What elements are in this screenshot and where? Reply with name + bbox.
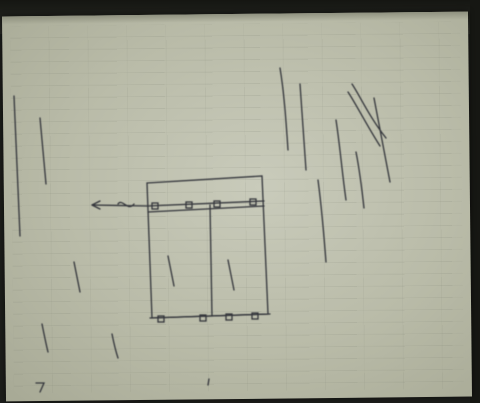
plot-divider (209, 204, 213, 317)
plot-outline (146, 175, 269, 319)
tick-box (199, 314, 207, 322)
handwriting-strokes (279, 67, 365, 263)
plot-band-line (147, 205, 265, 213)
handwriting-strokes (167, 255, 235, 291)
tick-box (157, 315, 165, 323)
tick-box (249, 198, 257, 206)
photo-shadow-right (470, 0, 480, 403)
handwriting-strokes (41, 261, 119, 359)
signature-strokes (347, 83, 391, 183)
plot-top-band-line (91, 200, 265, 207)
tick-box (213, 200, 221, 208)
scribble (207, 378, 210, 386)
left-arrow (91, 200, 101, 210)
plot-bottom-line (149, 313, 271, 319)
tick-box (151, 202, 159, 210)
handwriting-strokes (13, 95, 47, 237)
tick-box (225, 313, 233, 321)
scribble (35, 382, 46, 393)
tick-box (251, 312, 259, 320)
tick-box (185, 201, 193, 209)
scribble (117, 201, 135, 208)
